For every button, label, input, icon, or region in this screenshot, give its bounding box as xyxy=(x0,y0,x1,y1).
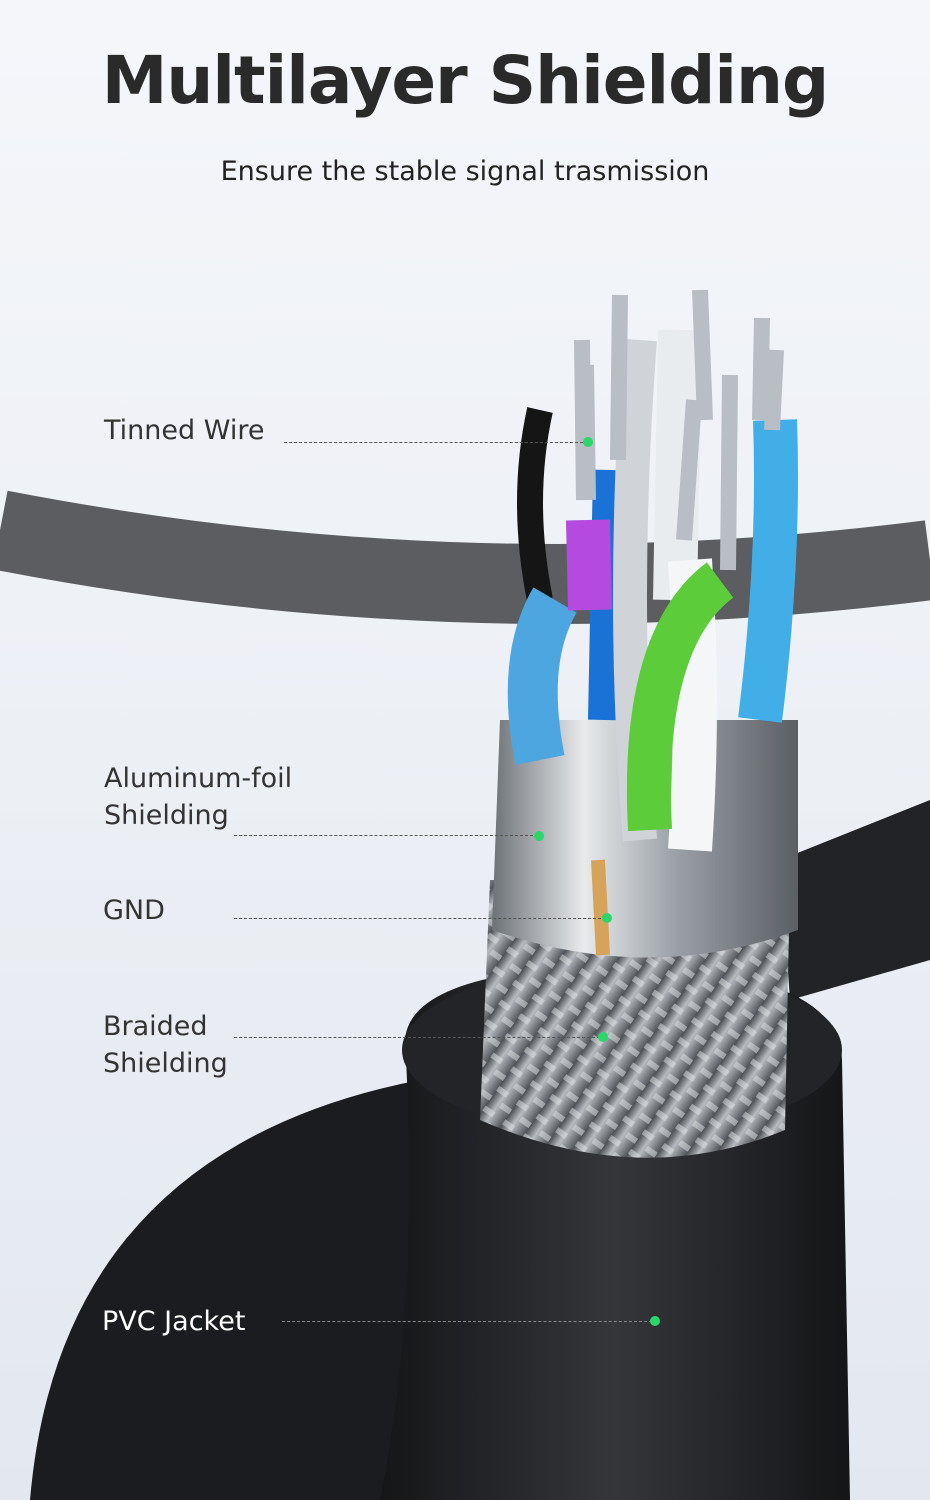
label-line: Shielding xyxy=(103,1048,228,1079)
label-line: Braided xyxy=(103,1011,208,1042)
page-title: Multilayer Shielding xyxy=(101,42,830,119)
callout-leader-line xyxy=(234,918,606,919)
label-line: Shielding xyxy=(104,800,229,831)
callout-pvc-jacket-label: PVC Jacket xyxy=(102,1306,246,1337)
callout-tinned-wire-label: Tinned Wire xyxy=(104,415,265,446)
page-subtitle: Ensure the stable signal trasmission xyxy=(220,156,710,187)
callout-dot xyxy=(602,913,612,923)
callout-leader-line xyxy=(234,1037,600,1038)
callout-gnd-label: GND xyxy=(103,895,165,926)
label-line: Aluminum-foil xyxy=(104,763,293,794)
callout-aluminum-foil-label: Aluminum-foil Shielding xyxy=(104,760,292,834)
cable-loop xyxy=(30,1080,430,1500)
callout-leader-line xyxy=(234,835,538,836)
callout-dot xyxy=(583,437,593,447)
callout-leader-line xyxy=(282,1321,652,1322)
callout-dot xyxy=(650,1316,660,1326)
callout-braided-shielding-label: Braided Shielding xyxy=(103,1008,228,1082)
callout-leader-line xyxy=(284,442,588,443)
callout-dot xyxy=(534,831,544,841)
callout-dot xyxy=(598,1032,608,1042)
gnd-wire xyxy=(591,859,610,956)
